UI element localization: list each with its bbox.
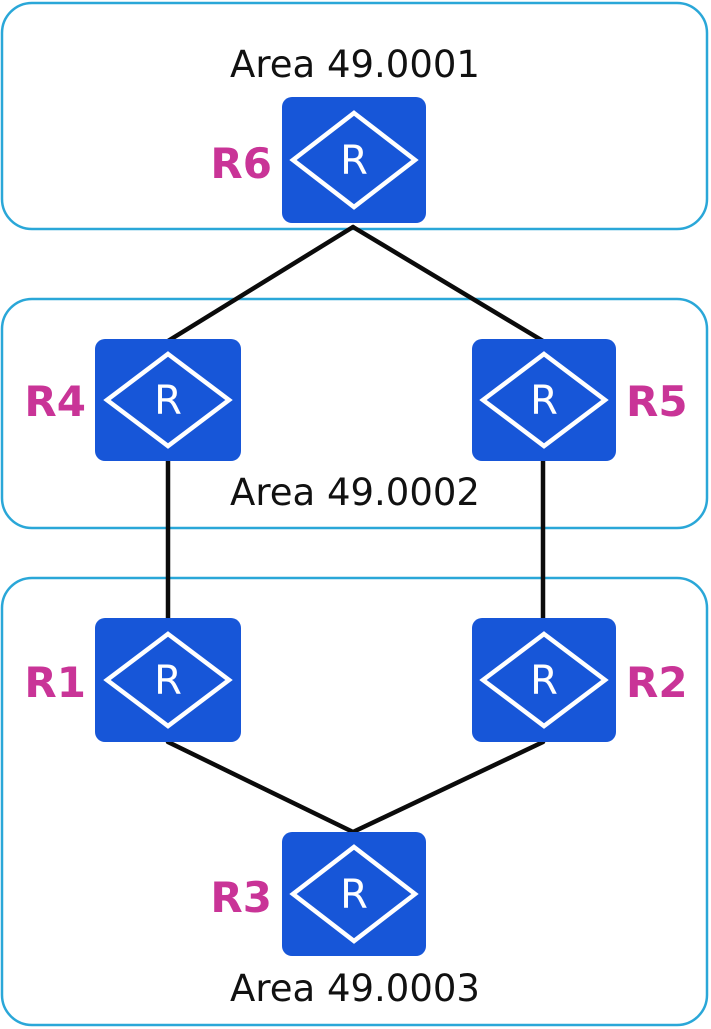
router-r4[interactable]: R [95, 339, 241, 461]
link-r1-r3 [165, 739, 356, 835]
router-r2[interactable]: R [472, 618, 616, 742]
link-r6-r4 [165, 224, 356, 344]
router-symbol: R [154, 378, 182, 424]
router-r6-label: R6 [210, 139, 272, 188]
router-r1-label: R1 [24, 658, 86, 707]
router-icon: R [472, 339, 616, 461]
link-r2-r3 [350, 739, 546, 835]
area-49-0003-label: Area 49.0003 [230, 967, 480, 1010]
router-icon: R [95, 618, 241, 742]
router-icon: R [282, 97, 426, 223]
router-r5-label: R5 [626, 377, 688, 426]
area-49-0002-label: Area 49.0002 [230, 471, 480, 514]
router-symbol: R [340, 872, 368, 918]
area-49-0001-label: Area 49.0001 [230, 43, 480, 86]
router-icon: R [95, 339, 241, 461]
router-icon: R [472, 618, 616, 742]
router-r6[interactable]: R [282, 97, 426, 223]
router-r4-label: R4 [24, 377, 86, 426]
router-r1[interactable]: R [95, 618, 241, 742]
router-symbol: R [154, 658, 182, 704]
router-r3-label: R3 [210, 873, 272, 922]
router-symbol: R [530, 658, 558, 704]
router-r2-label: R2 [626, 658, 688, 707]
router-r5[interactable]: R [472, 339, 616, 461]
router-icon: R [282, 832, 426, 956]
router-symbol: R [530, 378, 558, 424]
link-r6-r5 [350, 224, 546, 344]
router-symbol: R [340, 138, 368, 184]
router-r3[interactable]: R [282, 832, 426, 956]
